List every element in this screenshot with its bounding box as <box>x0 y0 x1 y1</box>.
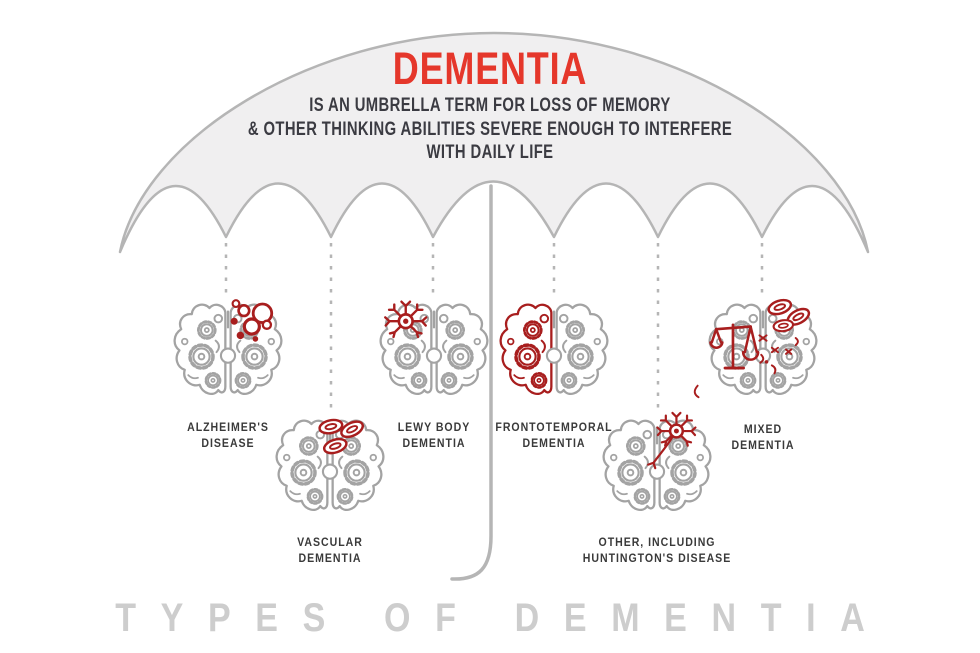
label-line: OTHER, INCLUDING <box>598 535 716 549</box>
subtitle: IS AN UMBRELLA TERM FOR LOSS OF MEMORY &… <box>108 94 872 165</box>
brain-icon-mixed <box>693 296 819 399</box>
brain-icon-vascular <box>274 416 386 512</box>
label-line: HUNTINGTON'S DISEASE <box>582 550 732 565</box>
type-label-lewy-body: LEWY BODY DEMENTIA <box>328 420 539 451</box>
red-hemisphere <box>498 302 554 396</box>
brain-icon-alzheimers <box>172 299 284 396</box>
type-label-frontotemporal: FRONTOTEMPORAL DEMENTIA <box>448 420 659 451</box>
label-line: DEMENTIA <box>298 550 362 565</box>
label-line: LEWY BODY <box>397 420 471 434</box>
type-label-mixed: MIXED DEMENTIA <box>657 422 868 453</box>
subtitle-line-1: IS AN UMBRELLA TERM FOR LOSS OF MEMORY <box>309 95 671 116</box>
label-line: VASCULAR <box>297 535 363 549</box>
label-line: DEMENTIA <box>731 437 795 452</box>
chromosome-marks-icon <box>693 334 799 399</box>
label-line: DISEASE <box>201 435 255 450</box>
balance-scale-and-blood-cells-icon <box>693 296 813 399</box>
label-line: MIXED <box>743 422 783 436</box>
brain-icon-lewy-body <box>378 300 490 396</box>
type-label-alzheimers: ALZHEIMER'S DISEASE <box>122 420 333 451</box>
label-line: DEMENTIA <box>522 435 586 450</box>
subtitle-line-3: WITH DAILY LIFE <box>426 142 554 163</box>
label-line: ALZHEIMER'S <box>187 420 269 434</box>
balance-scale-icon <box>709 323 760 370</box>
label-line: DEMENTIA <box>402 435 466 450</box>
umbrella-canopy <box>118 31 870 254</box>
umbrella-pole-and-handle <box>450 184 493 581</box>
label-line: FRONTOTEMPORAL <box>495 420 613 434</box>
brain-icon-frontotemporal <box>498 302 610 396</box>
brain-icon-other-huntingtons <box>601 411 713 512</box>
footer-title: TYPES OF DEMENTIA <box>115 596 890 640</box>
amyloid-plaques-icon <box>230 299 274 342</box>
main-title: DEMENTIA <box>392 43 588 94</box>
neuron-with-axon-icon <box>647 411 697 470</box>
subtitle-line-2: & OTHER THINKING ABILITIES SEVERE ENOUGH… <box>247 118 733 140</box>
type-label-other-huntingtons: OTHER, INCLUDING HUNTINGTON'S DISEASE <box>551 535 762 566</box>
type-label-vascular: VASCULAR DEMENTIA <box>224 535 435 566</box>
